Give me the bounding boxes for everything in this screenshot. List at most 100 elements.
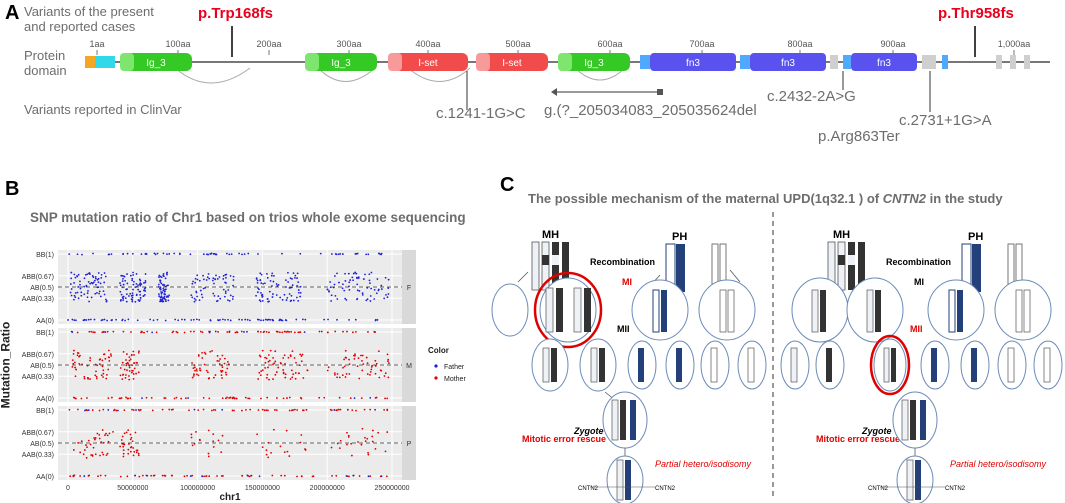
data-point — [101, 365, 104, 368]
data-point — [296, 285, 299, 287]
data-point — [229, 274, 232, 277]
data-point — [163, 296, 166, 299]
data-point — [198, 318, 201, 321]
data-point — [184, 397, 187, 400]
data-point — [224, 357, 226, 360]
data-point — [259, 355, 262, 358]
data-point — [150, 396, 153, 399]
data-point — [102, 372, 105, 375]
data-point — [318, 396, 321, 399]
data-point — [333, 409, 336, 411]
data-point — [294, 372, 297, 374]
data-point — [375, 292, 378, 295]
data-point — [177, 319, 180, 322]
data-point — [77, 286, 80, 288]
data-point — [226, 331, 229, 333]
data-point — [225, 276, 227, 279]
data-point — [346, 408, 349, 411]
snp-scatter-plot: FAA(0)AAB(0.33)AB(0.5)ABB(0.67)BB(1)MAA(… — [22, 250, 466, 502]
data-point — [121, 361, 124, 364]
data-point — [135, 282, 138, 285]
data-point — [353, 397, 356, 400]
data-point — [216, 475, 218, 477]
data-point — [387, 360, 389, 363]
data-point — [94, 277, 97, 280]
data-point — [131, 408, 133, 411]
data-point — [77, 408, 79, 411]
data-point — [357, 441, 359, 443]
data-point — [141, 397, 143, 400]
data-point — [329, 281, 332, 283]
data-point — [191, 444, 194, 447]
data-point — [285, 429, 288, 432]
data-point — [85, 456, 88, 459]
data-point — [260, 294, 263, 297]
data-point — [196, 370, 198, 372]
data-point — [333, 283, 336, 286]
data-point — [125, 396, 127, 399]
data-point — [384, 397, 386, 400]
data-point — [199, 289, 202, 292]
data-point — [366, 286, 369, 289]
data-point — [221, 434, 224, 437]
data-point — [119, 290, 122, 293]
data-point — [173, 397, 176, 400]
data-point — [267, 360, 270, 363]
data-point — [275, 371, 278, 373]
data-point — [376, 319, 379, 321]
data-point — [343, 358, 345, 361]
data-point — [128, 443, 130, 445]
data-point — [348, 288, 351, 291]
data-point — [353, 354, 355, 357]
data-point — [128, 295, 130, 297]
data-point — [330, 300, 333, 302]
data-point — [189, 253, 192, 256]
data-point — [272, 280, 275, 283]
data-point — [221, 366, 224, 369]
data-point — [334, 275, 336, 277]
data-point — [299, 441, 302, 444]
data-point — [258, 475, 261, 478]
data-point — [268, 331, 270, 334]
data-point — [284, 373, 287, 376]
data-point — [119, 445, 121, 448]
data-point — [191, 296, 194, 299]
facet-label: M — [406, 363, 412, 370]
data-point — [221, 408, 224, 411]
data-point — [123, 409, 126, 411]
data-point — [373, 288, 376, 291]
data-point — [367, 453, 370, 456]
data-point — [105, 300, 108, 303]
data-point — [91, 409, 94, 411]
data-point — [255, 277, 258, 280]
data-point — [130, 331, 132, 333]
data-point — [374, 448, 377, 450]
data-point — [191, 376, 194, 379]
data-point — [122, 277, 124, 280]
data-point — [208, 331, 211, 334]
data-point — [131, 440, 134, 443]
data-point — [103, 293, 106, 296]
data-point — [121, 374, 124, 376]
data-point — [294, 274, 297, 277]
svg-text:Partial hetero/isodisomy: Partial hetero/isodisomy — [655, 459, 752, 469]
data-point — [99, 358, 102, 361]
data-point — [129, 358, 132, 361]
protein-domain-diagram: Ig_3 Ig_3 I-set I-set Ig_3 fn3 fn3 fn3 1… — [85, 26, 1050, 112]
data-point — [373, 298, 376, 300]
data-point — [132, 378, 135, 380]
data-point — [290, 294, 293, 297]
data-point — [289, 354, 292, 357]
data-point — [125, 359, 127, 361]
data-point — [74, 296, 77, 299]
data-point — [128, 370, 131, 372]
data-point — [273, 409, 276, 411]
data-point — [232, 284, 234, 287]
data-point — [354, 318, 357, 321]
data-point — [85, 444, 87, 446]
data-point — [212, 433, 215, 436]
data-point — [104, 331, 107, 333]
data-point — [387, 376, 390, 379]
data-point — [238, 252, 241, 255]
data-point — [366, 362, 369, 365]
